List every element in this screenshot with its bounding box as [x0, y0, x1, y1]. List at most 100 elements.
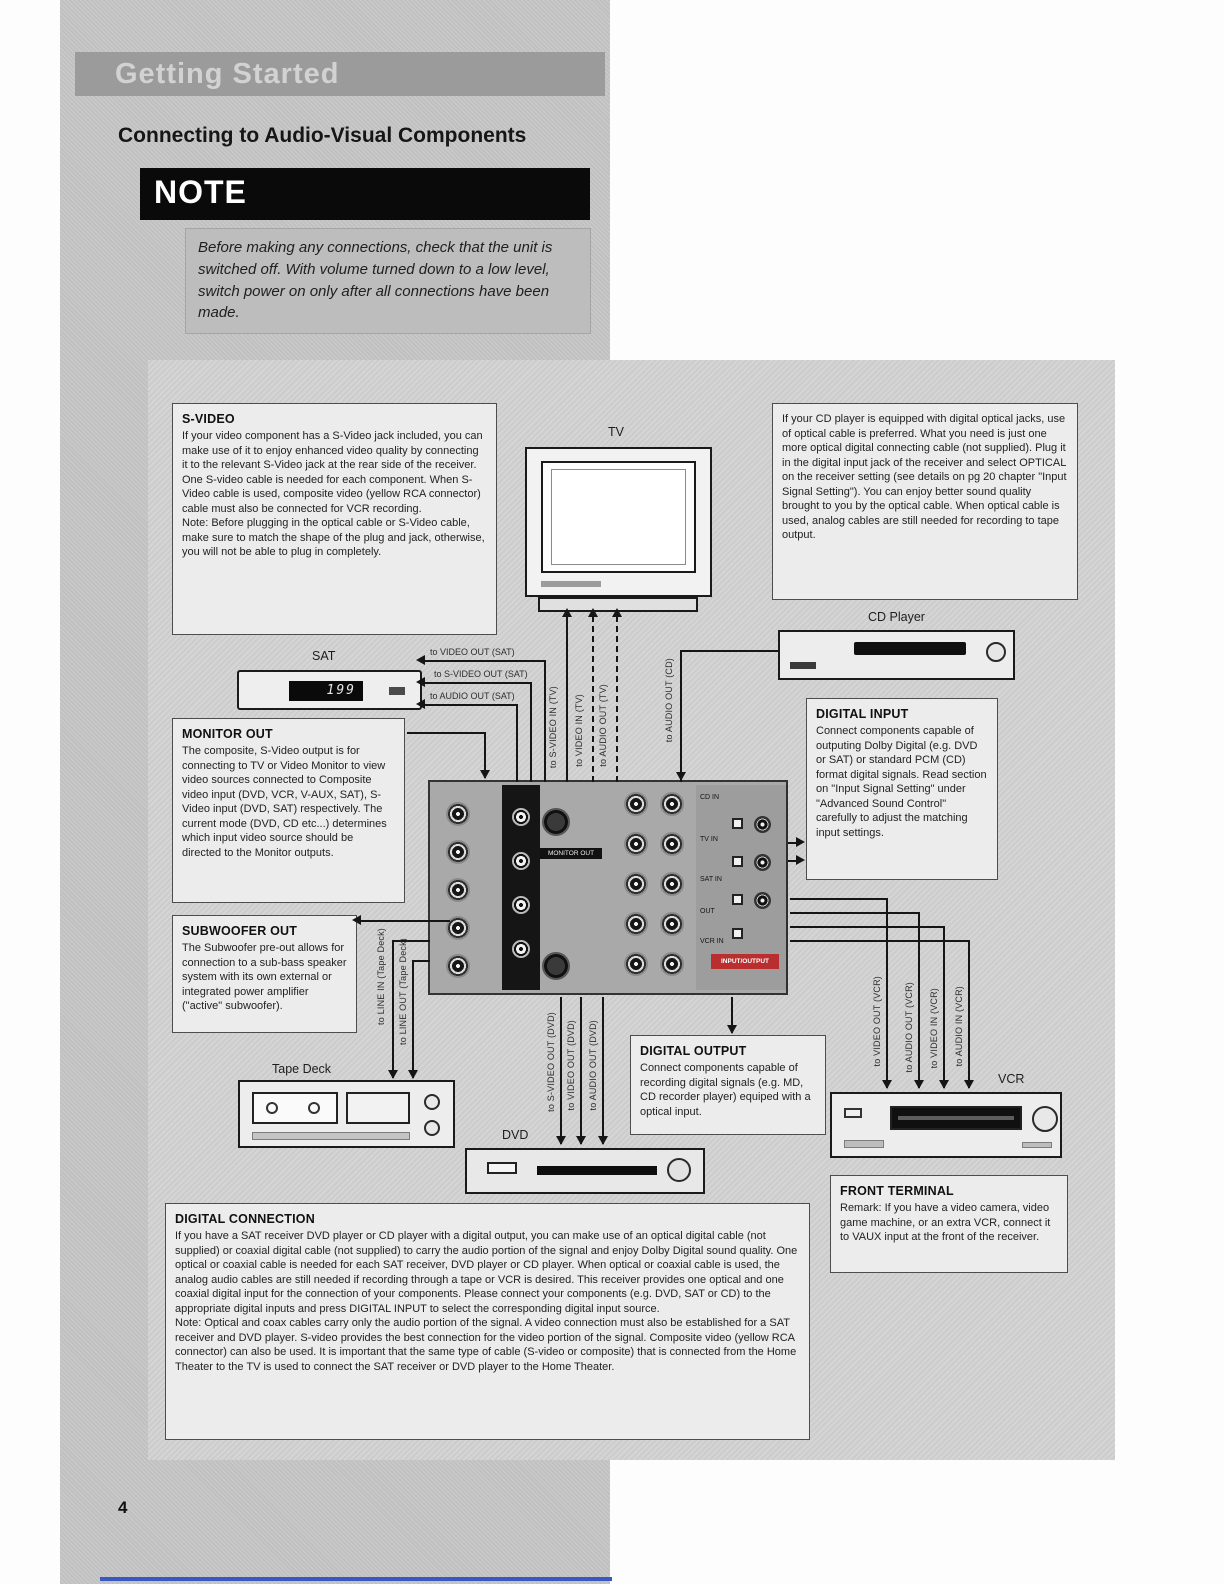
rca-jack: [624, 912, 648, 936]
cable-label: to LINE IN (Tape Deck): [376, 928, 386, 1025]
cable-label: to VIDEO IN (TV): [574, 694, 584, 767]
cable-line: [616, 616, 618, 782]
cable-label: to AUDIO OUT (TV): [598, 684, 608, 767]
rca-jack: [624, 952, 648, 976]
cable-label: to VIDEO IN (VCR): [929, 988, 939, 1069]
rca-jack: [446, 840, 470, 864]
rca-jack: [512, 852, 530, 870]
rca-jack: [660, 912, 684, 936]
rca-jack: [624, 872, 648, 896]
cable-line: [516, 704, 518, 782]
cd-player-label: CD Player: [868, 610, 925, 624]
dvd-slot: [537, 1166, 657, 1175]
cable-line: [484, 732, 486, 778]
callout-digital-input: DIGITAL INPUT Connect components capable…: [806, 698, 998, 880]
tv-screen-inner: [551, 469, 686, 565]
callout-s-video: S-VIDEO If your video component has a S-…: [172, 403, 497, 635]
arrowhead: [914, 1080, 924, 1089]
cd-tray: [854, 642, 966, 655]
sat-button: [389, 687, 405, 695]
tape-knob: [424, 1120, 440, 1136]
vcr-button: [844, 1108, 862, 1118]
callout-text: The Subwoofer pre-out allows for connect…: [182, 942, 347, 1013]
cable-line: [544, 660, 546, 782]
page-number: 4: [118, 1498, 128, 1517]
cable-line: [424, 660, 546, 662]
rca-jack: [512, 896, 530, 914]
arrowhead: [352, 915, 361, 925]
rca-jack: [660, 832, 684, 856]
cable-line: [592, 616, 594, 782]
cassette-window: [252, 1092, 338, 1124]
panel-vcr-in-label: VCR IN: [700, 938, 724, 945]
panel-input-output-label: INPUT/OUTPUT: [711, 954, 779, 969]
cable-line: [602, 997, 604, 1144]
cable-line: [680, 650, 682, 782]
rca-jack: [446, 802, 470, 826]
panel-cd-in-label: CD IN: [700, 794, 720, 801]
arrowhead: [796, 837, 805, 847]
cable-line: [790, 912, 920, 914]
sat-display: 199: [289, 681, 363, 701]
cable-line: [918, 912, 920, 1088]
s-video-jack: [542, 952, 570, 980]
cable-label: to LINE OUT (Tape Deck): [398, 938, 408, 1045]
callout-digital-connection: DIGITAL CONNECTION If you have a SAT rec…: [165, 1203, 810, 1440]
callout-text: If your video component has a S-Video ja…: [182, 430, 485, 559]
tape-deck-label: Tape Deck: [272, 1062, 332, 1076]
s-video-jack: [542, 808, 570, 836]
rca-jack: [446, 916, 470, 940]
optical-jack: [732, 856, 743, 867]
vcr-label: VCR: [998, 1072, 1025, 1086]
callout-title: DIGITAL CONNECTION: [175, 1212, 315, 1226]
callout-text: The composite, S-Video output is for con…: [182, 745, 387, 859]
callout-text: Connect components capable of outputing …: [816, 725, 987, 839]
vcr-illustration: [830, 1092, 1062, 1158]
rca-jack: [660, 952, 684, 976]
rca-jack: [624, 832, 648, 856]
cassette-window: [346, 1092, 410, 1124]
rca-jack: [660, 792, 684, 816]
callout-digital-output: DIGITAL OUTPUT Connect components capabl…: [630, 1035, 826, 1135]
arrowhead: [576, 1136, 586, 1145]
cable-line: [731, 997, 733, 1033]
cable-label: to VIDEO OUT (VCR): [872, 976, 882, 1067]
arrowhead: [612, 608, 622, 617]
arrowhead: [676, 772, 686, 781]
cable-line: [360, 920, 450, 922]
rca-jack: [512, 940, 530, 958]
cd-button: [790, 662, 816, 669]
cable-label: to AUDIO OUT (VCR): [904, 982, 914, 1073]
sat-label: SAT: [312, 649, 336, 663]
reel: [266, 1102, 278, 1114]
sat-receiver-illustration: 199: [237, 670, 422, 710]
arrowhead: [416, 655, 425, 665]
cable-line: [790, 940, 970, 942]
cable-line: [392, 940, 430, 942]
callout-cd-optical: If your CD player is equipped with digit…: [772, 403, 1078, 600]
tape-deck-illustration: [238, 1080, 455, 1148]
rca-jack: [446, 878, 470, 902]
callout-text: Remark: If you have a video camera, vide…: [840, 1202, 1051, 1244]
arrowhead: [882, 1080, 892, 1089]
callout-title: SUBWOOFER OUT: [182, 924, 298, 938]
scan-artifact-line: [100, 1577, 612, 1581]
arrowhead: [556, 1136, 566, 1145]
optical-jack: [732, 894, 743, 905]
panel-out-label: OUT: [700, 908, 715, 915]
rca-jack: [446, 954, 470, 978]
reel: [308, 1102, 320, 1114]
cable-line: [788, 842, 800, 844]
tv-vent: [541, 581, 601, 587]
vcr-slot-line: [898, 1116, 1014, 1120]
arrowhead: [964, 1080, 974, 1089]
callout-subwoofer-out: SUBWOOFER OUT The Subwoofer pre-out allo…: [172, 915, 357, 1033]
arrowhead: [598, 1136, 608, 1145]
cable-label: to AUDIO OUT (SAT): [430, 691, 515, 701]
optical-jack: [732, 928, 743, 939]
rca-jack: [660, 872, 684, 896]
cable-line: [968, 940, 970, 1088]
arrowhead: [480, 770, 490, 779]
tv-illustration: [525, 447, 712, 597]
